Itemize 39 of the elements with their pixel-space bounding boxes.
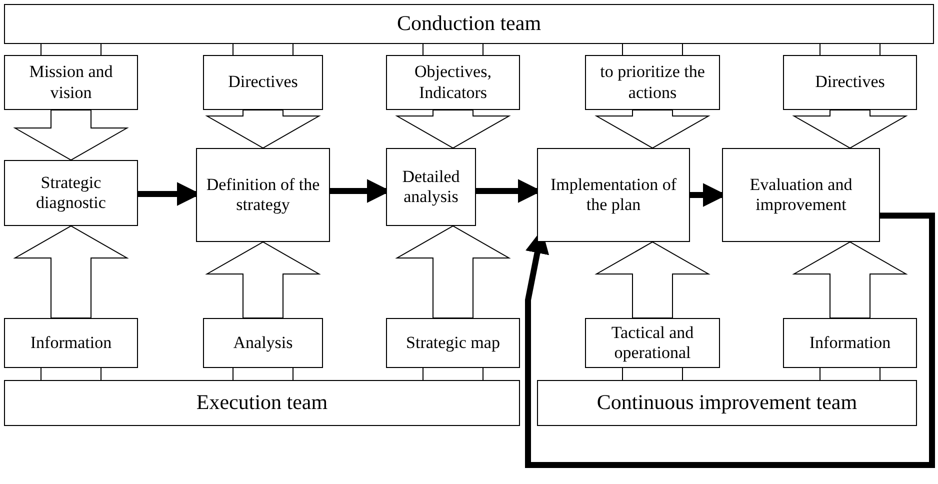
thick-arrow xyxy=(525,212,935,468)
connector-channel xyxy=(820,368,880,380)
block-arrow xyxy=(205,110,321,149)
process-box: Strategic map xyxy=(386,318,520,368)
block-arrow xyxy=(594,110,710,149)
block-arrow xyxy=(792,110,908,149)
team-box: Execution team xyxy=(4,380,520,426)
connector-channel xyxy=(820,44,880,56)
team-box: Conduction team xyxy=(4,4,934,44)
connector-channel xyxy=(622,44,683,56)
team-box: Continuous improvement team xyxy=(537,380,917,426)
connector-channel xyxy=(422,44,484,56)
process-box: Information xyxy=(4,318,138,368)
process-box: to prioritize the actions xyxy=(585,55,720,110)
process-box: Tactical and operational xyxy=(585,318,720,368)
process-box: Detailed analysis xyxy=(386,148,476,226)
process-box: Directives xyxy=(203,55,323,110)
process-box: Definition of the strategy xyxy=(196,148,330,242)
block-arrow xyxy=(13,110,129,161)
block-arrow xyxy=(395,225,511,318)
connector-channel xyxy=(422,368,484,380)
connector-channel xyxy=(40,368,102,380)
connector-channel xyxy=(40,44,102,56)
block-arrow xyxy=(13,225,129,318)
process-box: Evaluation and improvement xyxy=(722,148,880,242)
connector-channel xyxy=(232,368,294,380)
process-box: Mission and vision xyxy=(4,55,138,110)
connector-channel xyxy=(232,44,294,56)
block-arrow xyxy=(395,110,511,149)
connector-channel xyxy=(622,368,683,380)
block-arrow xyxy=(205,241,321,318)
block-arrow xyxy=(594,241,710,318)
process-box: Objectives, Indicators xyxy=(386,55,520,110)
process-box: Information xyxy=(783,318,917,368)
process-box: Strategic diagnostic xyxy=(4,160,138,226)
process-box: Implementation of the plan xyxy=(537,148,690,242)
process-box: Analysis xyxy=(203,318,323,368)
process-box: Directives xyxy=(783,55,917,110)
block-arrow xyxy=(792,241,908,318)
